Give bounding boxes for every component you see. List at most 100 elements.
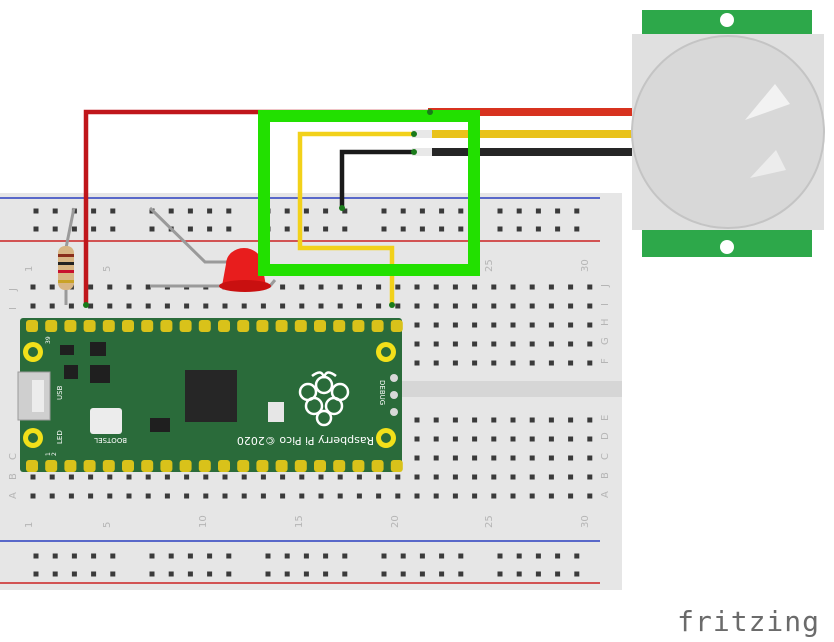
rail-hole (52, 571, 58, 577)
breadboard-hole (145, 474, 151, 480)
rail-hole (91, 208, 97, 214)
rail-hole (381, 571, 387, 577)
breadboard-hole (280, 303, 286, 309)
breadboard-hole (510, 322, 516, 328)
breadboard-hole (356, 303, 362, 309)
pico-pin (237, 320, 250, 332)
pico-pin (352, 460, 365, 472)
col-label-25-top: 25 (484, 259, 495, 272)
breadboard-hole (376, 303, 382, 309)
breadboard-hole (299, 303, 305, 309)
pico-pin (83, 320, 96, 332)
rail-hole (71, 553, 77, 559)
breadboard-hole (568, 360, 574, 366)
breadboard-hole (222, 474, 228, 480)
breadboard-hole (318, 284, 324, 290)
breadboard-hole (491, 284, 497, 290)
chip-small (90, 342, 106, 356)
breadboard-hole (68, 303, 74, 309)
breadboard-hole (529, 417, 535, 423)
pico-pin (45, 320, 58, 332)
breadboard-hole (49, 303, 55, 309)
breadboard-hole (164, 303, 170, 309)
breadboard-hole (145, 284, 151, 290)
rail-hole (439, 571, 445, 577)
pico-pin (314, 460, 326, 472)
rail-hole (91, 553, 97, 559)
mount-hole-inner (381, 347, 391, 357)
breadboard-hole (510, 303, 516, 309)
breadboard-hole (376, 493, 382, 499)
pico-pin (198, 320, 211, 332)
breadboard-hole (587, 474, 593, 480)
breadboard-hole (510, 436, 516, 442)
pico-pin (160, 460, 173, 472)
rail-hole (52, 208, 58, 214)
breadboard-hole (145, 303, 151, 309)
breadboard-hole (587, 322, 593, 328)
rail-hole (52, 226, 58, 232)
pin-2-label: 2 (51, 452, 58, 456)
row-label-A-left: A (8, 492, 19, 499)
raspberry-pi-logo-icon (298, 371, 350, 427)
pico-pin (179, 320, 192, 332)
rail-hole (574, 571, 580, 577)
rail-hole (342, 226, 348, 232)
row-label-J-right: J (600, 284, 611, 288)
wire-end-marker (389, 302, 395, 308)
pico-pin (352, 320, 365, 332)
breadboard-hole (414, 322, 420, 328)
breadboard-hole (568, 284, 574, 290)
rail-hole (207, 208, 213, 214)
breadboard-hole (414, 360, 420, 366)
col-label-5-top: 5 (102, 266, 113, 272)
rail-hole (439, 208, 445, 214)
row-label-D-right: D (600, 432, 611, 440)
breadboard-hole (280, 493, 286, 499)
rail-hole (400, 571, 406, 577)
breadboard-hole (587, 284, 593, 290)
pico-pin (218, 320, 230, 332)
row-label-C-left: C (8, 453, 19, 460)
rail-hole (574, 226, 580, 232)
col-label-1-bottom: 1 (24, 522, 35, 528)
sensor-cable-black (428, 148, 633, 156)
rail-hole (33, 226, 39, 232)
breadboard-hole (472, 303, 478, 309)
breadboard-hole (30, 474, 36, 480)
pico-pin (294, 320, 307, 332)
rail-hole (439, 553, 445, 559)
breadboard-hole (49, 474, 55, 480)
breadboard-hole (414, 284, 420, 290)
breadboard-hole (299, 493, 305, 499)
rail-hole (497, 208, 503, 214)
breadboard-hole (548, 417, 554, 423)
pico-pin (237, 460, 250, 472)
bootsel-button[interactable] (90, 408, 122, 434)
breadboard-hole (529, 360, 535, 366)
rail-hole (187, 208, 193, 214)
sensor-cable-red (428, 108, 633, 116)
rail-hole (110, 553, 116, 559)
breadboard-hole (395, 303, 401, 309)
usb-port (32, 380, 44, 412)
breadboard-hole (356, 474, 362, 480)
rail-hole (187, 553, 193, 559)
rail-hole (71, 226, 77, 232)
rail-hole (149, 226, 155, 232)
rail-hole (33, 571, 39, 577)
breadboard-hole (529, 474, 535, 480)
rail-hole (284, 571, 290, 577)
breadboard-hole (548, 322, 554, 328)
red-led (219, 248, 271, 292)
col-label-30-bottom: 30 (580, 515, 591, 528)
row-label-G-right: G (600, 337, 611, 345)
rail-hole (284, 208, 290, 214)
rail-hole (342, 208, 348, 214)
rail-hole (323, 208, 329, 214)
rail-hole (555, 553, 561, 559)
breadboard-hole (491, 493, 497, 499)
rail-hole (535, 226, 541, 232)
pico-pin (333, 320, 346, 332)
pico-pin (26, 320, 38, 332)
